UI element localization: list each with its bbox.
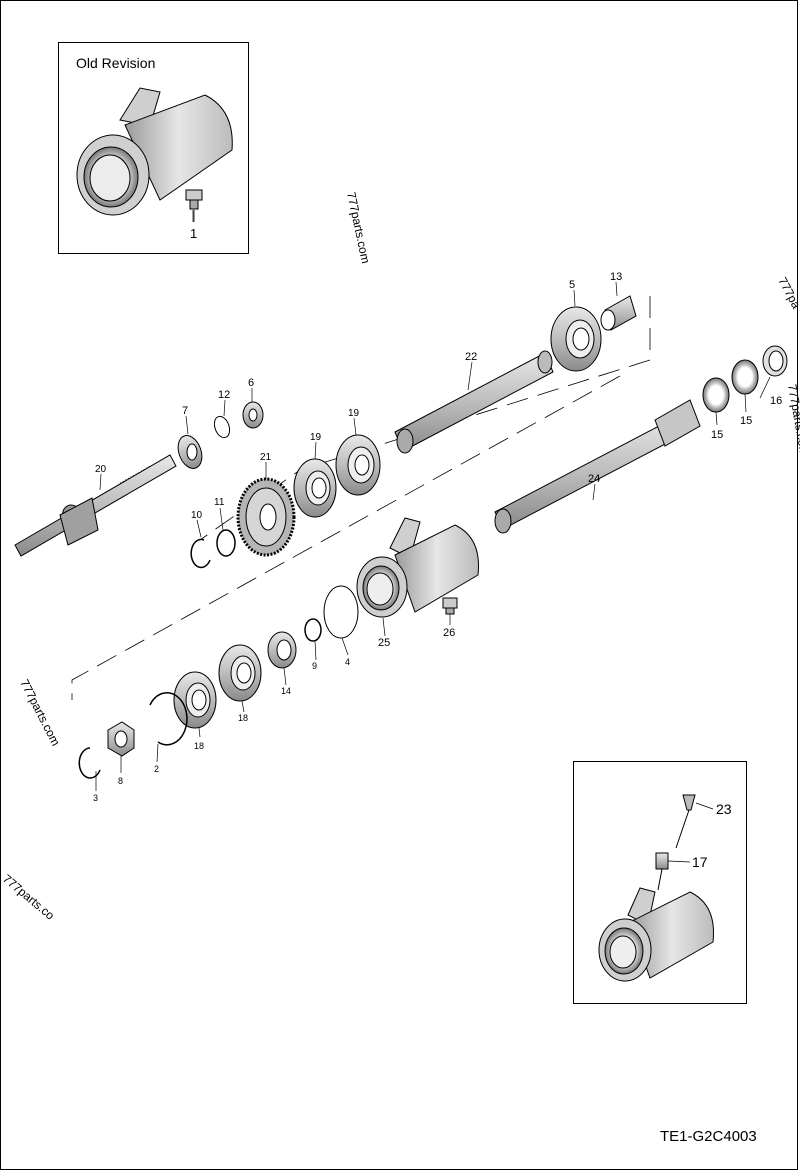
snap-ring-3	[78, 747, 101, 779]
snap-rings-10-11	[190, 529, 236, 569]
callout-13: 13	[610, 271, 622, 283]
leader-lines	[95, 210, 771, 863]
callout-7: 7	[182, 405, 188, 417]
callout-12: 12	[218, 389, 230, 401]
watermark-top-right: 777pa	[775, 275, 800, 311]
seal-14	[267, 631, 297, 669]
callout-10: 10	[191, 510, 203, 521]
old-revision-title: Old Revision	[76, 55, 156, 71]
callout-2: 2	[154, 764, 159, 774]
snap-ring-9	[304, 618, 322, 642]
callout-6: 6	[248, 377, 254, 389]
callout-14: 14	[281, 686, 291, 696]
gasket-4	[323, 585, 359, 639]
callout-3: 3	[93, 793, 98, 803]
callout-22: 22	[465, 351, 477, 363]
watermark-right: 777parts.com	[785, 383, 800, 457]
callout-11: 11	[214, 497, 225, 508]
callout-18b: 18	[194, 741, 204, 751]
washers-15-16	[702, 345, 788, 413]
old-revision-callout: 1	[190, 226, 197, 241]
bearing-19a	[293, 458, 337, 518]
watermark-center: 777parts.com	[344, 191, 373, 265]
callout-18a: 18	[238, 713, 248, 723]
callout-labels: 5 13 22 12 6 7 19 19 21 20 11 10 24 15 1…	[93, 271, 782, 870]
callout-16: 16	[770, 395, 782, 407]
snap-ring-2	[149, 692, 188, 746]
housing-25	[356, 517, 480, 618]
callout-21: 21	[260, 452, 272, 463]
drawing-code: TE1-G2C4003	[660, 1128, 757, 1145]
callout-15a: 15	[711, 429, 723, 441]
callout-9: 9	[312, 661, 317, 671]
bearing-19b	[335, 434, 381, 496]
output-shaft-24	[494, 399, 701, 534]
callout-23: 23	[716, 801, 732, 817]
callout-4: 4	[345, 657, 350, 667]
nut-8	[107, 721, 135, 757]
input-shaft-20	[14, 454, 177, 557]
bearing-18a	[218, 644, 262, 702]
watermark-left: 777parts.com	[17, 677, 62, 748]
washer-12	[213, 415, 231, 439]
bushing-13	[600, 295, 637, 331]
callout-25: 25	[378, 637, 390, 649]
detail-housing	[598, 794, 715, 982]
watermark-bottom-left: 777parts.co	[0, 872, 57, 923]
old-revision-housing	[76, 87, 233, 222]
callout-19a: 19	[348, 408, 360, 419]
callout-15b: 15	[740, 415, 752, 427]
callout-17: 17	[692, 854, 708, 870]
bolt-26	[442, 597, 458, 615]
callout-26: 26	[443, 627, 455, 639]
bearing-7	[177, 435, 203, 469]
bearing-18b	[173, 671, 217, 729]
bearing-5	[550, 306, 602, 372]
callout-20: 20	[95, 464, 107, 475]
shaft-22	[394, 350, 554, 454]
seal-6	[242, 401, 264, 429]
callout-5: 5	[569, 279, 575, 291]
callout-24: 24	[588, 473, 600, 485]
callout-19b: 19	[310, 432, 322, 443]
callout-8: 8	[118, 776, 123, 786]
gear-21	[236, 477, 296, 557]
